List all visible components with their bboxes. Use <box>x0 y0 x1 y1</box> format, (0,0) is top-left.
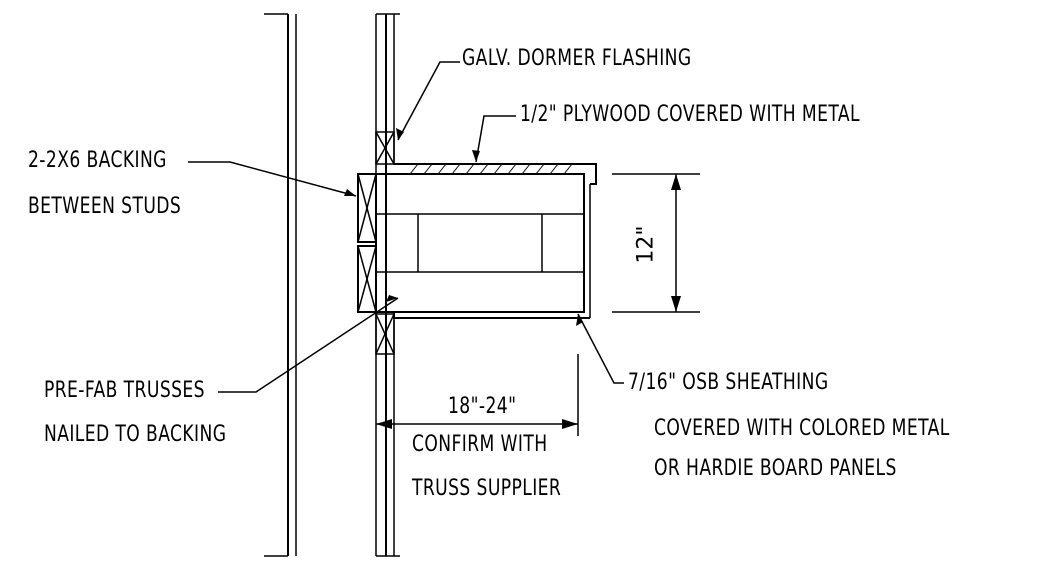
backing-2x6-lower <box>357 245 377 313</box>
flashing-label: GALV. DORMER FLASHING <box>462 46 692 71</box>
osb-label-line1: 7/16" OSB SHEATHING <box>628 370 829 395</box>
wall <box>264 13 400 557</box>
truss-section <box>375 173 585 313</box>
height-dimension-label: 12" <box>633 225 659 264</box>
dimension-18-24 <box>376 354 579 436</box>
plywood-roof <box>394 163 597 185</box>
osb-label-line2: COVERED WITH COLORED METAL <box>654 416 950 441</box>
osb-fascia <box>393 174 591 319</box>
arrowheads <box>344 128 583 326</box>
trusses-label-line1: PRE-FAB TRUSSES <box>44 378 205 403</box>
backing-2x6-upper <box>357 173 377 243</box>
backing-label-line1: 2-2X6 BACKING <box>28 148 167 173</box>
blocking-lower <box>375 313 395 355</box>
depth-dimension-label: 18"-24" <box>448 394 517 419</box>
trusses-label-line2: NAILED TO BACKING <box>44 422 227 447</box>
plywood-label: 1/2" PLYWOOD COVERED WITH METAL <box>520 102 860 127</box>
confirm-label-line1: CONFIRM WITH <box>412 432 548 457</box>
backing-label-line2: BETWEEN STUDS <box>28 194 182 219</box>
dimension-12 <box>612 173 700 313</box>
confirm-label-line2: TRUSS SUPPLIER <box>412 476 562 501</box>
leaders <box>188 61 624 393</box>
osb-label-line3: OR HARDIE BOARD PANELS <box>654 456 897 481</box>
dormer-flashing <box>393 142 398 165</box>
blocking-upper <box>375 131 395 165</box>
